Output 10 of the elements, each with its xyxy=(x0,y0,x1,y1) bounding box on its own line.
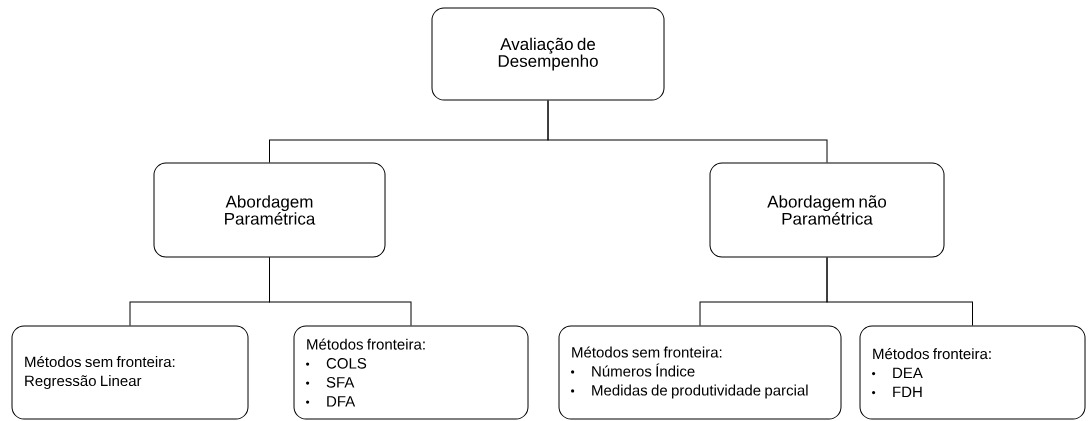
connector-line xyxy=(547,100,828,163)
connector-line xyxy=(269,257,412,326)
method-box: Métodos fronteira: COLS SFA DFA xyxy=(293,325,529,420)
connector-line xyxy=(826,257,973,326)
method-box: Métodos fronteira: DEA FDH xyxy=(859,325,1086,420)
method-box: Métodos sem fronteira: Regressão Linear xyxy=(11,325,249,420)
category-box: Abordagem Paramétrica xyxy=(153,162,386,258)
method-box: Métodos sem fronteira: Números Índice Medidas de produtividade parcial xyxy=(558,325,842,420)
category-box: Avaliação de Desempenho xyxy=(431,7,665,101)
category-box: Abordagem não Paramétrica xyxy=(709,162,945,258)
